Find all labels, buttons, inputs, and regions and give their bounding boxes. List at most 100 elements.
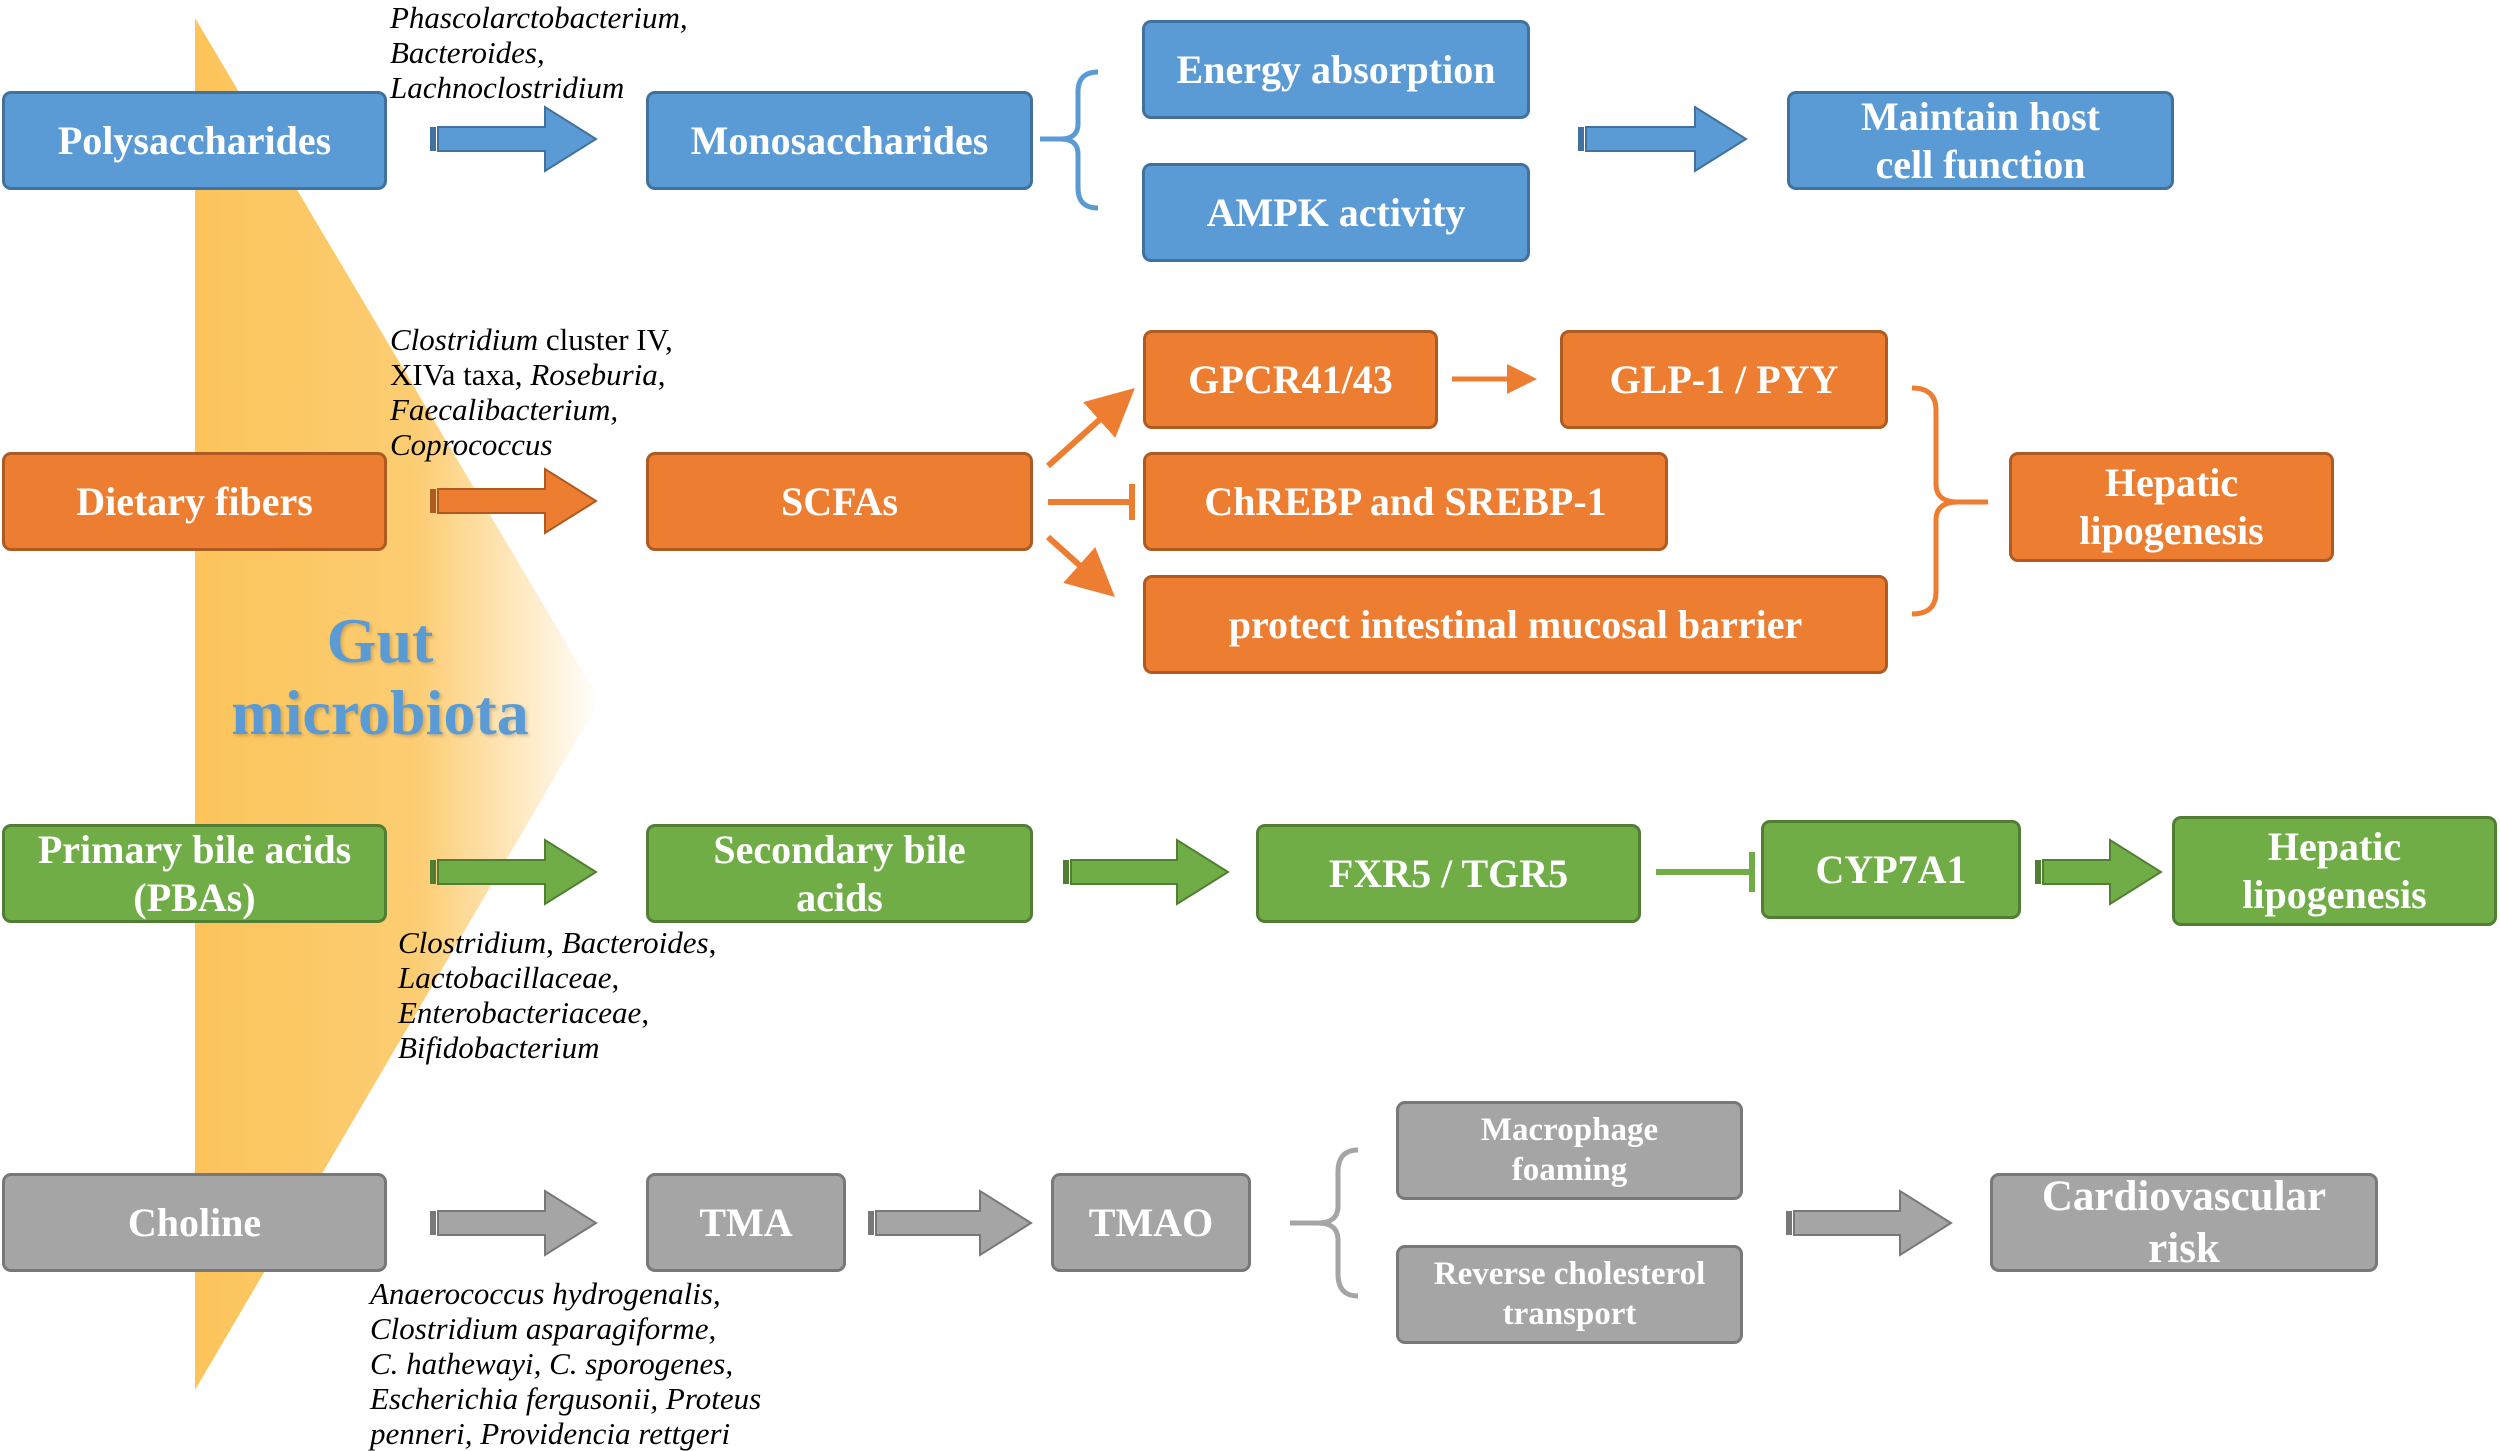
brace-gray [1317, 1147, 1359, 1299]
macrophage-line1: Macrophage [1480, 1111, 1659, 1148]
choline-label: Choline [127, 1199, 262, 1245]
bile-bac-l3-rest: , [641, 995, 650, 1031]
tmao-box: TMAO [1051, 1173, 1251, 1272]
energy-absorption-box: Energy absorption [1142, 20, 1530, 119]
fibers-bacteria-label: Clostridium cluster IV, XIVa taxa, Roseb… [390, 322, 673, 462]
fibers-bac-l2-plain: XIVa taxa, [390, 357, 531, 393]
gut-microbiota-title: Gut microbiota [150, 605, 610, 748]
ampk-activity-label: AMPK activity [1206, 189, 1466, 235]
brace-orange [1911, 385, 1959, 617]
scfas-label: SCFAs [780, 478, 899, 524]
mucosal-barrier-box: protect intestinal mucosal barrier [1143, 575, 1888, 674]
bile-bac-l1-sep: , [546, 925, 562, 960]
choline-bac-line-1: Anaerococcus hydrogenalis, [370, 1276, 721, 1311]
choline-bacteria-label: Anaerococcus hydrogenalis, Clostridium a… [370, 1276, 761, 1451]
hepatic-orange-line1: Hepatic [2104, 460, 2239, 505]
chrebp-srebp-label: ChREBP and SREBP-1 [1204, 478, 1607, 524]
wedge-shape [195, 18, 600, 1390]
gut-title-line1: Gut [326, 605, 434, 676]
ampk-activity-box: AMPK activity [1142, 163, 1530, 262]
bile-bac-l1-italic2: Bacteroides [561, 925, 709, 960]
glp-pyy-box: GLP-1 / PYY [1560, 330, 1888, 429]
block-arrow-tma [868, 1189, 1033, 1257]
reverse-cholesterol-box: Reverse cholesterol transport [1396, 1245, 1743, 1344]
cardio-line2: risk [2148, 1224, 2220, 1272]
block-arrow-fibers [430, 467, 598, 535]
polysaccharides-label: Polysaccharides [57, 117, 332, 163]
energy-absorption-label: Energy absorption [1176, 46, 1496, 92]
bacteria-line-3: Lachnoclostridium [390, 70, 625, 106]
hepatic-lipogenesis-orange-box: Hepatic lipogenesis [2009, 452, 2334, 562]
choline-box: Choline [2, 1173, 387, 1272]
block-arrow-blue-effects [1578, 105, 1748, 173]
block-arrow-cyp [2035, 838, 2163, 906]
bile-bac-l3-italic: Enterobacteriaceae [398, 995, 642, 1031]
cardiovascular-risk-box: Cardiovascular risk [1990, 1173, 2378, 1272]
arrow-scfa-barrier [1045, 534, 1115, 598]
brace-blue [1059, 69, 1099, 211]
arrow-scfa-gpcr [1045, 387, 1135, 469]
chrebp-srebp-box: ChREBP and SREBP-1 [1143, 452, 1668, 551]
secondary-line1: Secondary bile [713, 826, 966, 872]
dietary-fibers-label: Dietary fibers [76, 478, 313, 524]
cyp7a1-box: CYP7A1 [1761, 820, 2021, 919]
macrophage-line2: foaming [1511, 1151, 1628, 1188]
gut-title-line2: microbiota [231, 676, 529, 748]
bile-bac-l2-rest: , [611, 960, 620, 996]
maintain-host-line1: Maintain host [1861, 93, 2100, 139]
fibers-bac-l1-italic: Clostridium [390, 322, 539, 357]
secondary-line2: acids [796, 874, 883, 920]
hepatic-green-line1: Hepatic [2267, 824, 2402, 869]
polysaccharides-box: Polysaccharides [2, 91, 387, 190]
fxr-tgr-box: FXR5 / TGR5 [1256, 824, 1641, 923]
fibers-bac-l2-italic: Roseburia [530, 357, 658, 393]
mucosal-barrier-label: protect intestinal mucosal barrier [1228, 601, 1803, 647]
fibers-bac-l3: Faecalibacterium, [390, 392, 619, 428]
fibers-bac-l4: Coprococcus [390, 427, 553, 463]
cyp7a1-label: CYP7A1 [1815, 846, 1967, 892]
hepatic-orange-line2: lipogenesis [2079, 508, 2264, 553]
tma-label: TMA [699, 1199, 793, 1245]
choline-bac-line-2: Clostridium asparagiforme, [370, 1311, 717, 1347]
monosaccharides-label: Monosaccharides [690, 117, 989, 163]
macrophage-foaming-box: Macrophage foaming [1396, 1101, 1743, 1200]
fxr-tgr-label: FXR5 / TGR5 [1328, 850, 1569, 896]
maintain-host-box: Maintain host cell function [1787, 91, 2174, 190]
primary-bile-acids-box: Primary bile acids (PBAs) [2, 824, 387, 923]
gpcr-label: GPCR41/43 [1188, 356, 1393, 402]
bile-bac-l2-italic: Lactobacillaceae [398, 960, 612, 996]
bacteria-line-1: Phascolarctobacterium, [390, 0, 688, 35]
choline-bac-line-3: C. hathewayi, C. sporogenes, [370, 1346, 734, 1382]
bile-bac-l1-rest: , [708, 925, 717, 960]
tmao-label: TMAO [1088, 1199, 1214, 1245]
pba-line1: Primary bile acids [37, 826, 352, 872]
block-arrow-choline [430, 1189, 598, 1257]
choline-bac-line-5: penneri, Providencia rettgeri [370, 1416, 731, 1451]
reverse-line1: Reverse cholesterol [1433, 1255, 1706, 1292]
fibers-bac-l2-rest: , [657, 357, 666, 393]
choline-bac-line-4: Escherichia fergusonii, Proteus [370, 1381, 762, 1417]
block-arrow-secondary [1063, 838, 1230, 906]
polysaccharides-bacteria-label: Phascolarctobacterium, Bacteroides, Lach… [390, 0, 688, 105]
secondary-bile-acids-box: Secondary bile acids [646, 824, 1033, 923]
glp-pyy-label: GLP-1 / PYY [1609, 356, 1839, 402]
scfas-box: SCFAs [646, 452, 1033, 551]
bile-bac-l4: Bifidobacterium [398, 1030, 600, 1066]
gpcr-box: GPCR41/43 [1143, 330, 1438, 429]
block-arrow-polysaccharides [430, 105, 598, 173]
hepatic-green-line2: lipogenesis [2242, 872, 2427, 917]
bile-bac-l1-italic1: Clostridium [398, 925, 547, 960]
tma-box: TMA [646, 1173, 846, 1272]
fibers-bac-l1-rest: cluster IV, [538, 322, 673, 357]
bacteria-line-2: Bacteroides, [390, 35, 545, 71]
cardio-line1: Cardiovascular [2041, 1172, 2327, 1220]
block-arrow-pba [430, 838, 598, 906]
maintain-host-line2: cell function [1875, 141, 2086, 187]
block-arrow-gray-effects [1786, 1189, 1953, 1257]
dietary-fibers-box: Dietary fibers [2, 452, 387, 551]
bile-bacteria-label: Clostridium, Bacteroides, Lactobacillace… [398, 925, 716, 1065]
reverse-line2: transport [1502, 1295, 1637, 1332]
